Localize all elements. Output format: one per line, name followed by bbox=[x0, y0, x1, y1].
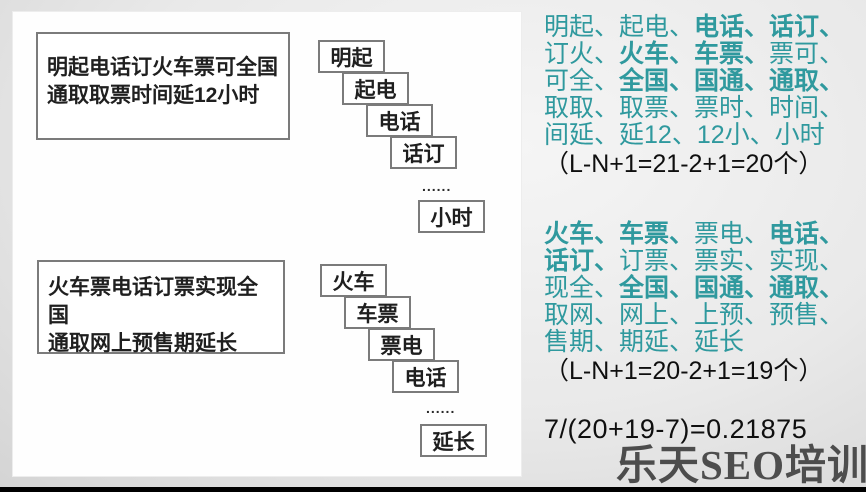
count-formula-2: （L-N+1=20-2+1=19个） bbox=[544, 357, 824, 385]
shingle-item: 全国、 bbox=[619, 67, 695, 95]
shingle-item: 国通、 bbox=[694, 274, 770, 302]
shingle-item: 车票、 bbox=[694, 40, 770, 68]
shingle-item: 上预、 bbox=[694, 301, 770, 329]
shingle-item: 时间、 bbox=[769, 94, 845, 122]
sentence-1-line-1: 明起电话订火车票可全国 bbox=[47, 56, 278, 79]
bigram-box-last: 小时 bbox=[418, 200, 485, 233]
shingle-item: 国通、 bbox=[694, 67, 770, 95]
shingle-item: 网上、 bbox=[619, 301, 695, 329]
shingle-item: 电话、 bbox=[694, 13, 770, 41]
bigram-box: 明起 bbox=[318, 40, 385, 73]
shingle-item: 订火、 bbox=[544, 40, 620, 68]
shingle-item: 取取、 bbox=[544, 94, 620, 122]
ellipsis-dots: ...... bbox=[426, 400, 456, 416]
shingle-item: 话订、 bbox=[769, 13, 845, 41]
shingle-item: 全国、 bbox=[619, 274, 695, 302]
shingle-item: 预售、 bbox=[769, 301, 845, 329]
bigram-box: 火车 bbox=[320, 264, 387, 297]
shingle-item: 售期、 bbox=[544, 328, 620, 356]
shingle-item: 火车、 bbox=[619, 40, 695, 68]
shingle-item: 话订、 bbox=[544, 247, 620, 275]
shingle-item: 延12、 bbox=[619, 121, 697, 149]
shingle-item: 电话、 bbox=[769, 220, 845, 248]
bigram-box: 电话 bbox=[392, 360, 459, 393]
bigram-box: 票电 bbox=[368, 328, 435, 361]
shingle-item: 12小、 bbox=[696, 121, 775, 149]
bigram-list-2: 火车、车票、票电、电话、话订、订票、票实、实现、现全、全国、国通、通取、取网、网… bbox=[544, 221, 866, 356]
sentence-2-line-2: 通取网上预售期延长 bbox=[48, 332, 237, 355]
shingle-item: 取网、 bbox=[544, 301, 620, 329]
shingle-item: 取票、 bbox=[619, 94, 695, 122]
brand-logo: 乐天SEO培训 bbox=[615, 442, 866, 488]
sentence-box-2: 火车票电话订票实现全国 通取网上预售期延长 bbox=[37, 260, 285, 355]
bigram-box: 电话 bbox=[366, 104, 433, 137]
analysis-column: 明起、起电、电话、话订、订火、火车、车票、票可、可全、全国、国通、通取、取取、取… bbox=[544, 14, 866, 443]
bigram-box: 话订 bbox=[390, 136, 457, 169]
shingle-item: 票电、 bbox=[694, 220, 770, 248]
shingle-item: 火车、 bbox=[544, 220, 620, 248]
shingle-item: 小时 bbox=[774, 121, 825, 149]
sentence-box-1: 明起电话订火车票可全国 通取取票时间延12小时 bbox=[36, 32, 290, 140]
sentence-2-line-1: 火车票电话订票实现全国 bbox=[48, 276, 258, 327]
shingle-item: 现全、 bbox=[544, 274, 620, 302]
shingle-item: 票可、 bbox=[769, 40, 845, 68]
shingle-item: 订票、 bbox=[619, 247, 695, 275]
shingle-item: 期延、 bbox=[619, 328, 695, 356]
shingle-item: 车票、 bbox=[619, 220, 695, 248]
bigram-box: 车票 bbox=[344, 296, 411, 329]
bigram-list-1: 明起、起电、电话、话订、订火、火车、车票、票可、可全、全国、国通、通取、取取、取… bbox=[544, 14, 866, 149]
shingle-item: 延长 bbox=[694, 328, 745, 356]
bigram-box: 起电 bbox=[342, 72, 409, 105]
shingle-item: 可全、 bbox=[544, 67, 620, 95]
shingle-item: 票时、 bbox=[694, 94, 770, 122]
sentence-1-line-2: 通取取票时间延12小时 bbox=[47, 84, 260, 107]
similarity-formula: 7/(20+19-7)=0.21875 bbox=[544, 414, 808, 444]
count-formula-1: （L-N+1=21-2+1=20个） bbox=[544, 150, 824, 178]
shingle-item: 票实、 bbox=[694, 247, 770, 275]
shingle-item: 实现、 bbox=[769, 247, 845, 275]
ellipsis-dots: ...... bbox=[422, 178, 452, 194]
shingle-item: 通取、 bbox=[769, 274, 845, 302]
shingle-item: 起电、 bbox=[619, 13, 695, 41]
bigram-box-last: 延长 bbox=[420, 424, 487, 457]
shingle-item: 通取、 bbox=[769, 67, 845, 95]
shingle-item: 明起、 bbox=[544, 13, 620, 41]
shingle-item: 间延、 bbox=[544, 121, 620, 149]
bottom-bar bbox=[0, 487, 866, 492]
